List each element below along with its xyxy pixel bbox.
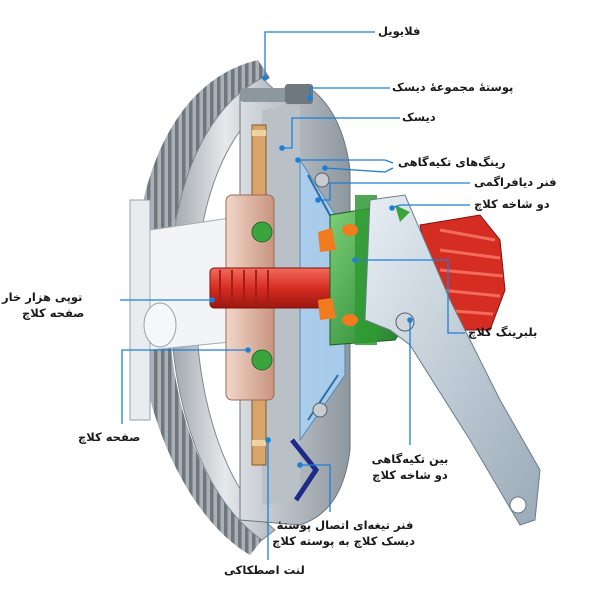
label-pivot-rings: رینگ‌های تکیه‌گاهی [398,155,506,169]
label-flywheel: فلایویل [378,24,421,38]
label-splined-hub-line1: توپی هزار خار [2,290,83,304]
label-clutch-plate: صفحه کلاچ [78,430,141,444]
label-strap-spring-line1: فنر تیغه‌ای اتصال پوستهٔ [276,518,414,532]
label-friction-lining: لنت اصطکاکی [224,563,305,577]
label-diaphragm-spring: فنر دیافراگمی [474,175,557,189]
label-clutch-fork: دو شاخه کلاچ [474,197,550,211]
clutch-disc-part [225,124,275,466]
label-splined-hub-line2: صفحه کلاچ [22,306,85,320]
label-fork-pivot-line1: بین تکیه‌گاهی [371,452,449,466]
label-release-bearing: بلبرینگ کلاچ [468,325,538,339]
label-strap-spring-line2: دیسک کلاچ به پوسته کلاچ [272,534,415,548]
leader-dots [209,75,413,468]
clutch-fork-part [364,194,541,526]
flywheel-part [129,60,281,555]
leader-lines [120,31,470,560]
label-fork-pivot-line2: دو شاخه کلاچ [372,468,448,482]
label-clutch-cover: پوستهٔ مجموعهٔ دیسک [392,80,514,94]
label-disc: دیسک [402,110,436,124]
